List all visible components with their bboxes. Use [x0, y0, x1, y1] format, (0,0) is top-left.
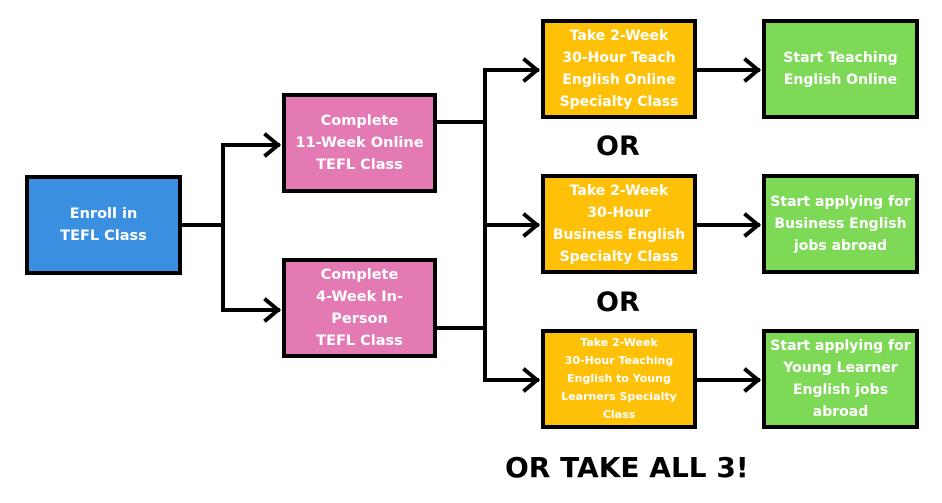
- start-business-box: Start applying for Business English jobs…: [762, 174, 919, 274]
- young-learners-specialty-box: Take 2-Week 30-Hour Teaching English to …: [541, 329, 697, 429]
- teach-online-specialty-box: Take 2-Week 30-Hour Teach English Online…: [541, 19, 697, 119]
- inperson-tefl-box: Complete 4-Week In-Person TEFL Class: [282, 258, 437, 358]
- arrow-to-business: [483, 212, 541, 238]
- arrow-to-inperson: [221, 297, 282, 323]
- online-tefl-box: Complete 11-Week Online TEFL Class: [282, 93, 437, 193]
- arrow-to-start-young: [695, 367, 762, 393]
- enroll-box: Enroll in TEFL Class: [25, 175, 182, 275]
- connector-enroll-split: [180, 143, 225, 312]
- arrow-to-start-online: [695, 57, 762, 83]
- business-english-specialty-box: Take 2-Week 30-Hour Business English Spe…: [541, 174, 697, 274]
- arrow-to-young: [483, 367, 541, 393]
- or-separator-1: OR: [596, 131, 640, 162]
- or-separator-2: OR: [596, 287, 640, 318]
- start-online-box: Start Teaching English Online: [762, 19, 919, 119]
- footer-take-all: OR TAKE ALL 3!: [505, 451, 749, 484]
- arrow-to-teach-online: [483, 57, 541, 83]
- start-young-box: Start applying for Young Learner English…: [762, 329, 919, 429]
- arrow-to-online: [221, 132, 282, 158]
- arrow-to-start-business: [695, 212, 762, 238]
